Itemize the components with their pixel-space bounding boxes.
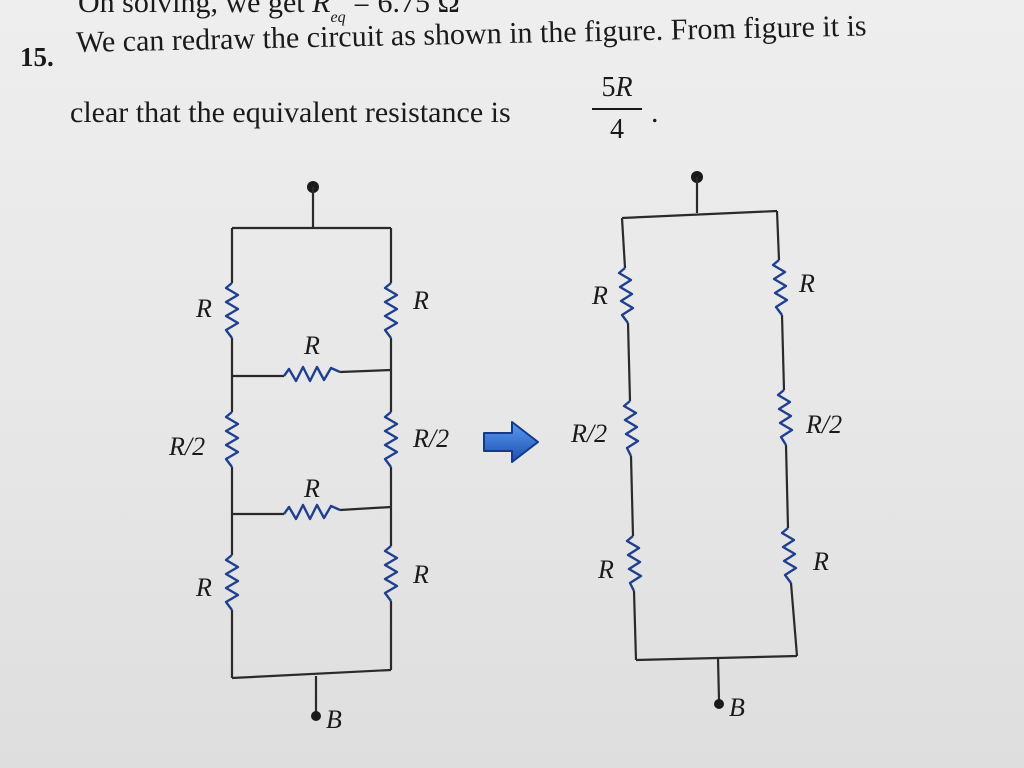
- label-left-bridge-top: R: [303, 331, 320, 360]
- label-left-resistor-right-bot: R: [412, 560, 429, 589]
- right-resistor-left-top: [617, 267, 635, 324]
- right-resistor-left-mid: [622, 400, 640, 457]
- right-bottom-rail-wire: [635, 654, 798, 662]
- right-left-wire-b: [626, 322, 632, 402]
- label-left-resistor-right-top: R: [412, 286, 429, 315]
- label-left-resistor-left-mid: R/2: [168, 432, 205, 461]
- label-left-resistor-right-mid: R/2: [412, 424, 449, 453]
- label-right-terminal-b: B: [729, 693, 745, 722]
- fraction-numerator-coefficient: 5: [601, 72, 616, 103]
- label-right-resistor-right-bot: R: [812, 547, 829, 576]
- right-bottom-lead-wire: [716, 657, 721, 701]
- label-right-resistor-right-mid: R/2: [805, 410, 842, 439]
- right-resistor-right-top: [771, 259, 789, 316]
- left-bottom-rail-wire: [231, 668, 392, 680]
- right-right-wire-d: [789, 582, 799, 657]
- previous-line-subscript: eq: [330, 9, 346, 26]
- label-right-resistor-left-top: R: [591, 281, 608, 310]
- left-resistor-right-bot: [383, 545, 399, 602]
- right-resistor-left-bot: [625, 535, 643, 592]
- right-left-wire-d: [632, 590, 638, 661]
- right-circuit: [620, 171, 799, 709]
- label-right-resistor-left-mid: R/2: [570, 419, 607, 448]
- label-left-resistor-left-top: R: [195, 294, 212, 323]
- sentence-period: .: [651, 96, 659, 129]
- label-left-bridge-bottom: R: [303, 474, 320, 503]
- problem-number: 15.: [20, 42, 54, 72]
- left-resistor-right-mid: [383, 411, 399, 468]
- equivalent-resistance-fraction: 5R 4: [588, 72, 646, 146]
- right-resistor-right-mid: [776, 389, 794, 446]
- left-resistor-left-mid: [224, 411, 240, 468]
- left-resistor-right-top: [383, 282, 399, 339]
- right-right-wire-a: [775, 210, 781, 261]
- previous-solution-line: On solving, we get Req = 6.75 Ω: [78, 0, 460, 26]
- right-top-rail-wire: [621, 209, 778, 220]
- transform-arrow-icon: [483, 421, 539, 463]
- label-left-resistor-left-bot: R: [195, 573, 212, 602]
- fraction-numerator-symbol: R: [615, 72, 633, 103]
- left-resistor-left-bot: [224, 554, 240, 611]
- left-bridge-resistor-bottom: [283, 503, 341, 521]
- right-left-wire-a: [620, 217, 627, 269]
- left-terminal-b-dot: [311, 711, 321, 721]
- previous-line-prefix: On solving, we get: [78, 0, 313, 19]
- fraction-bar: [592, 108, 642, 110]
- left-circuit: [230, 181, 393, 721]
- right-right-wire-c: [784, 444, 790, 529]
- problem-text-line-2: clear that the equivalent resistance is: [70, 96, 511, 129]
- fraction-denominator: 4: [610, 114, 624, 145]
- previous-line-rest: = 6.75 Ω: [345, 0, 460, 19]
- label-right-resistor-left-bot: R: [597, 555, 614, 584]
- label-left-terminal-b: B: [326, 705, 342, 734]
- label-right-resistor-right-top: R: [798, 269, 815, 298]
- left-bridge-resistor-top: [283, 365, 341, 383]
- previous-line-symbol: R: [312, 0, 331, 19]
- right-right-wire-b: [780, 314, 786, 391]
- right-resistor-right-bot: [780, 527, 798, 584]
- right-left-wire-c: [629, 455, 635, 537]
- bridge-top-wire-right: [339, 368, 392, 374]
- bridge-bottom-wire-right: [339, 505, 392, 512]
- right-terminal-b-dot: [714, 699, 724, 709]
- fraction-numerator: 5R: [588, 72, 646, 106]
- left-resistor-left-top: [224, 282, 240, 339]
